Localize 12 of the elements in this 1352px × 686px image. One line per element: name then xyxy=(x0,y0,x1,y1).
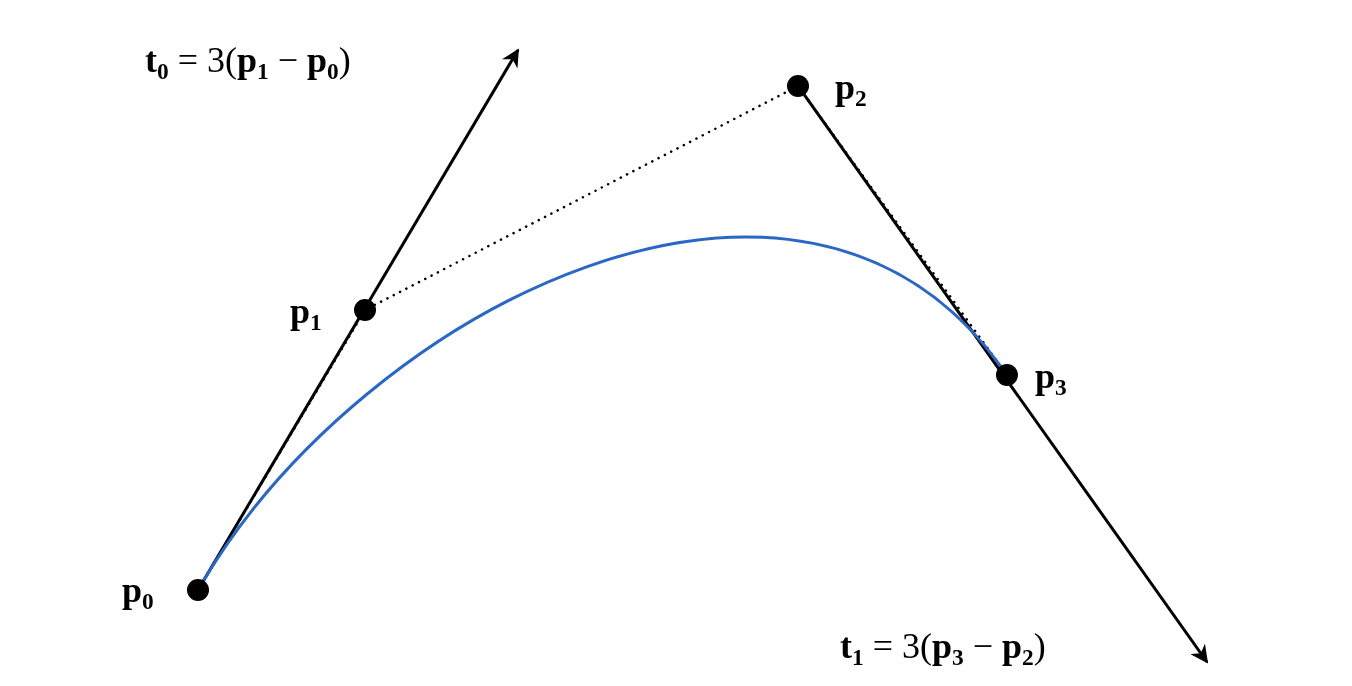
point-label: p$_{2}$ xyxy=(835,69,867,111)
point-dot xyxy=(187,579,209,601)
curve xyxy=(202,235,1002,582)
point-label: p$_{1}$ xyxy=(290,293,322,335)
point-label: p$_{3}$ xyxy=(1035,358,1067,400)
point-label: p$_{0}$ xyxy=(122,572,154,614)
tangent-arrow xyxy=(803,94,1209,664)
point-dot xyxy=(354,299,376,321)
point-dot xyxy=(996,364,1018,386)
tangent-formula: t$_{0}$ = 3(p$_{1}$ − p$_{0}$) xyxy=(145,42,351,84)
tangent-formula: t$_{1}$ = 3(p$_{3}$ − p$_{2}$) xyxy=(840,628,1046,670)
point-dot xyxy=(787,75,809,97)
